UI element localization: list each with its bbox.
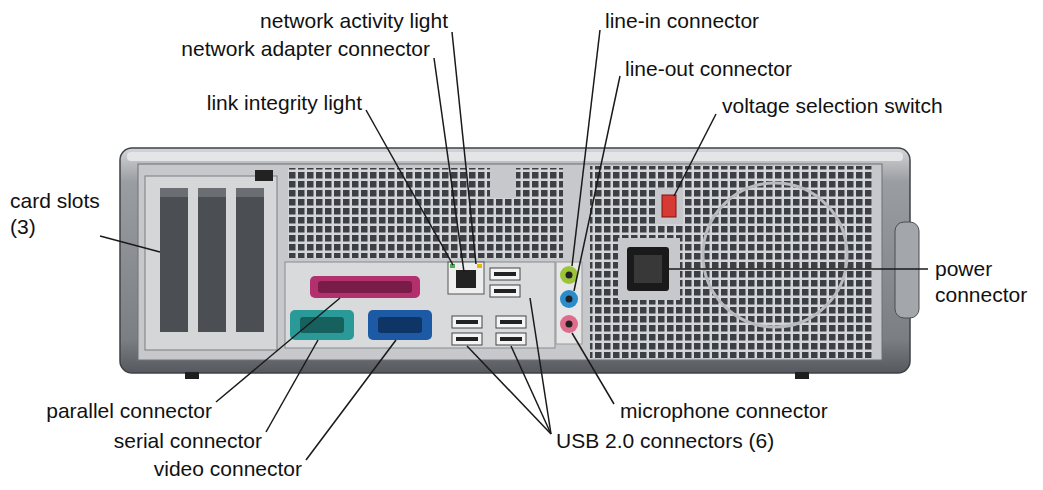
network-port-opening [456, 270, 476, 288]
latch [255, 170, 273, 181]
leader-line [366, 110, 453, 265]
case-foot [185, 372, 199, 379]
leader-line [452, 32, 476, 264]
case-shell [120, 148, 910, 373]
serial-port-inner [300, 317, 344, 333]
parallel-port [310, 276, 420, 298]
jack-hole [566, 272, 573, 279]
line-out-jack [560, 290, 578, 308]
leader-line [216, 298, 340, 402]
voltage-switch [662, 195, 676, 217]
part-label: power connector [935, 256, 1035, 308]
leader-line [467, 346, 551, 434]
video-port-inner [378, 317, 422, 333]
leader-line [266, 340, 318, 432]
switch-plate [655, 188, 683, 224]
part-label: serial connector [114, 428, 262, 454]
usb-port [452, 333, 482, 345]
part-label: USB 2.0 connectors (6) [556, 428, 774, 454]
usb-port [490, 268, 520, 280]
usb-tongue [500, 337, 522, 341]
jack-hole [566, 296, 573, 303]
part-label: line-out connector [625, 56, 792, 82]
video-port [368, 310, 432, 340]
line-in-jack [560, 266, 578, 284]
slot-cover [198, 197, 226, 332]
network-port [448, 262, 484, 294]
leader-line [572, 333, 614, 404]
usb-tongue [494, 272, 516, 276]
slot-tab [198, 188, 226, 197]
part-label: voltage selection switch [722, 93, 943, 119]
usb-tongue [456, 320, 478, 324]
part-label: video connector [154, 456, 302, 482]
usb-port [496, 316, 526, 328]
usb-tongue [494, 289, 516, 293]
part-label: line-in connector [605, 8, 759, 34]
usb-tongue [456, 337, 478, 341]
part-label: link integrity light [207, 90, 362, 116]
jack-hole [566, 321, 573, 328]
case-foot [795, 372, 809, 379]
leader-line [530, 298, 551, 434]
part-label: card slots (3) [10, 188, 102, 240]
parallel-port-inner [318, 281, 412, 293]
usb-port [490, 285, 520, 297]
usb-port [496, 333, 526, 345]
leader-line [669, 268, 928, 270]
microphone-jack [560, 315, 578, 333]
power-supply-vent [590, 166, 872, 358]
card-slot-frame [145, 176, 277, 350]
leader-line [100, 236, 160, 252]
part-label: network activity light [260, 8, 448, 34]
usb-port [452, 316, 482, 328]
slot-cover [236, 197, 264, 332]
usb-tongue [500, 320, 522, 324]
part-label: parallel connector [46, 398, 212, 424]
power-socket-inner [634, 255, 662, 283]
slot-tab [236, 188, 264, 197]
power-socket [627, 247, 669, 291]
slot-cover [160, 197, 188, 332]
activity-light [477, 264, 482, 268]
case-rim [127, 152, 903, 161]
part-label: microphone connector [620, 398, 828, 424]
slot-tab [160, 188, 188, 197]
io-panel [285, 262, 555, 348]
panel-plate [490, 168, 516, 198]
leader-line [572, 30, 600, 266]
leader-line [674, 114, 716, 196]
part-label: network adapter connector [181, 36, 430, 62]
serial-port [290, 310, 354, 340]
leader-line [306, 340, 396, 460]
fan-ring [703, 183, 847, 327]
vent-grid [288, 168, 563, 258]
case-handle [895, 222, 919, 318]
leader-line [574, 76, 620, 291]
leader-line [511, 346, 551, 434]
back-panel [138, 164, 882, 360]
